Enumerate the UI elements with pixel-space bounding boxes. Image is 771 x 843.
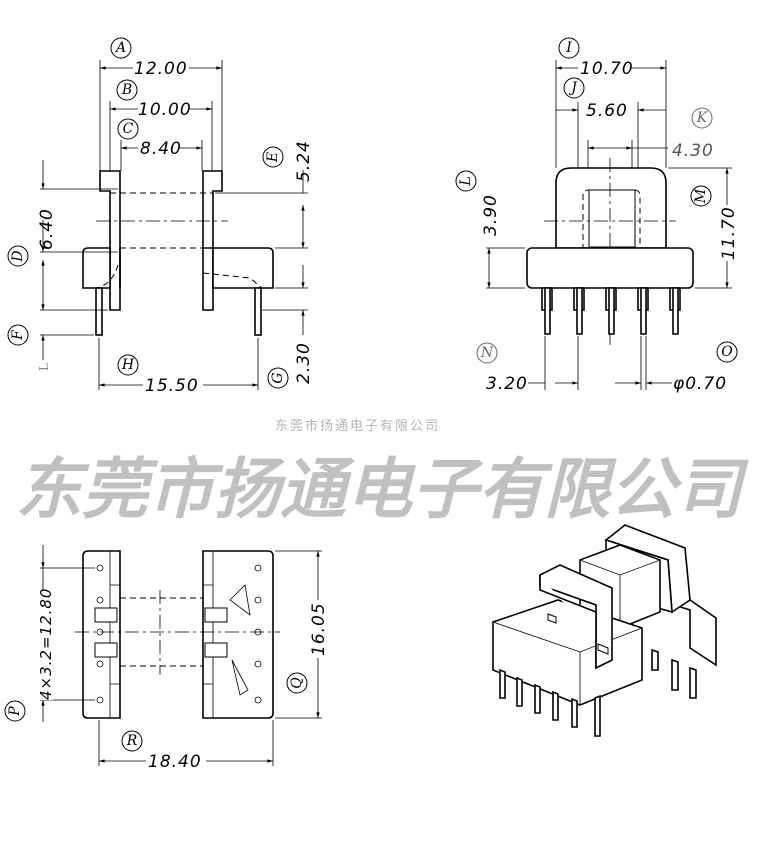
dim-n-value: 3.20 <box>486 374 528 394</box>
isometric-view <box>492 524 717 737</box>
label-m: M <box>690 185 712 207</box>
label-f: F <box>7 324 29 346</box>
dim-q-value: 16.05 <box>309 602 329 656</box>
svg-text:A: A <box>114 40 126 56</box>
svg-text:Q: Q <box>289 677 305 689</box>
front-view: 12.00 10.00 8.40 A B C 6.40 D F L 5.24 2… <box>7 37 314 396</box>
svg-text:K: K <box>696 110 709 126</box>
label-e: E <box>262 146 284 168</box>
watermark-small: 东莞市扬通电子有限公司 <box>275 418 440 434</box>
label-c: C <box>117 118 139 140</box>
dim-l-value: 3.90 <box>481 194 501 236</box>
bottom-holes <box>96 564 262 704</box>
dim-h-value: 15.50 <box>145 376 199 396</box>
left-pin <box>95 287 103 336</box>
right-pin <box>254 287 262 336</box>
svg-text:L: L <box>458 176 474 186</box>
label-b: B <box>116 79 138 101</box>
label-a: A <box>110 37 132 59</box>
label-i: I <box>558 37 580 59</box>
svg-text:J: J <box>568 80 578 96</box>
svg-text:I: I <box>565 40 572 56</box>
dim-j-value: 5.60 <box>586 101 628 121</box>
svg-text:G: G <box>270 372 286 383</box>
bottom-view: 4×3.2=12.80 16.05 18.40 P Q R <box>4 545 329 772</box>
label-r: R <box>121 730 143 752</box>
left-flange <box>99 170 121 311</box>
label-p: P <box>4 700 26 722</box>
svg-text:O: O <box>721 344 733 360</box>
label-l: L <box>455 170 477 192</box>
svg-text:N: N <box>480 345 494 361</box>
right-flange <box>202 170 223 311</box>
svg-text:P: P <box>7 706 23 717</box>
svg-text:C: C <box>123 121 134 137</box>
label-l-marker: L <box>37 363 51 371</box>
dim-p-value: 4×3.2=12.80 <box>37 588 55 700</box>
dim-m-value: 11.70 <box>719 206 739 260</box>
svg-text:D: D <box>10 250 26 262</box>
dim-b-value: 10.00 <box>138 100 192 120</box>
dim-r-value: 18.40 <box>148 752 202 772</box>
dim-a-value: 12.00 <box>134 59 188 79</box>
side-pins <box>541 287 681 335</box>
dim-k-value: 4.30 <box>672 141 714 161</box>
dim-d-value: 6.40 <box>37 208 57 250</box>
dim-o-value: φ0.70 <box>673 374 727 394</box>
dim-i-value: 10.70 <box>580 59 634 79</box>
label-d: D <box>7 245 29 267</box>
right-base <box>203 247 274 289</box>
dim-e-value: 5.24 <box>294 140 314 182</box>
svg-text:M: M <box>693 188 709 204</box>
svg-text:R: R <box>126 733 138 749</box>
label-j: J <box>563 77 585 99</box>
label-h: H <box>117 354 139 376</box>
label-o: O <box>716 341 738 363</box>
label-q: Q <box>286 672 308 694</box>
dim-c-value: 8.40 <box>140 139 182 159</box>
side-view: 10.70 5.60 4.30 I J K 3.90 11.70 L M 3.2… <box>455 37 739 394</box>
svg-text:F: F <box>10 329 26 341</box>
label-n: N <box>476 342 498 364</box>
bottom-right-half <box>202 550 274 719</box>
watermark-large: 东莞市扬通电子有限公司 <box>16 451 749 528</box>
label-g: G <box>267 367 289 389</box>
dim-g-value: 2.30 <box>294 342 314 384</box>
svg-text:B: B <box>121 82 132 98</box>
side-base <box>526 247 694 289</box>
svg-text:E: E <box>265 152 281 163</box>
svg-text:H: H <box>121 357 135 373</box>
label-k: K <box>691 107 713 129</box>
